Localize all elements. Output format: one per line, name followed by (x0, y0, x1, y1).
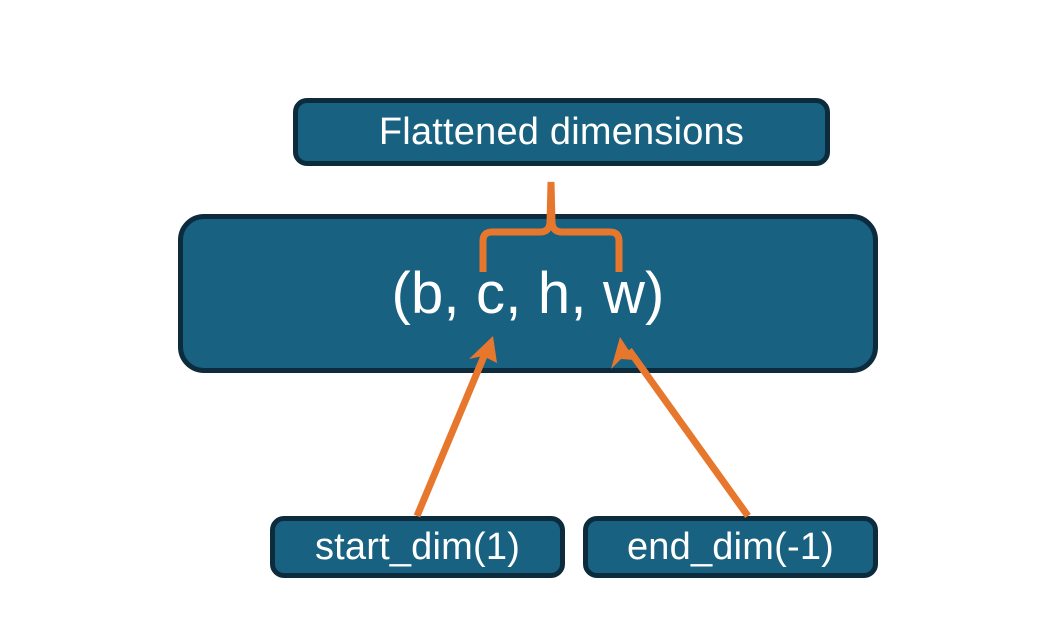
flattened-dimensions-label: Flattened dimensions (378, 111, 745, 153)
flattened-dimensions-box: Flattened dimensions (293, 98, 830, 166)
end-dim-box: end_dim(-1) (583, 516, 878, 578)
start-dim-box: start_dim(1) (270, 516, 565, 578)
tensor-shape-label: (b, c, h, w) (391, 260, 665, 326)
start-dim-label: start_dim(1) (314, 526, 521, 568)
end-dim-label: end_dim(-1) (626, 526, 835, 568)
tensor-shape-box: (b, c, h, w) (178, 214, 878, 373)
